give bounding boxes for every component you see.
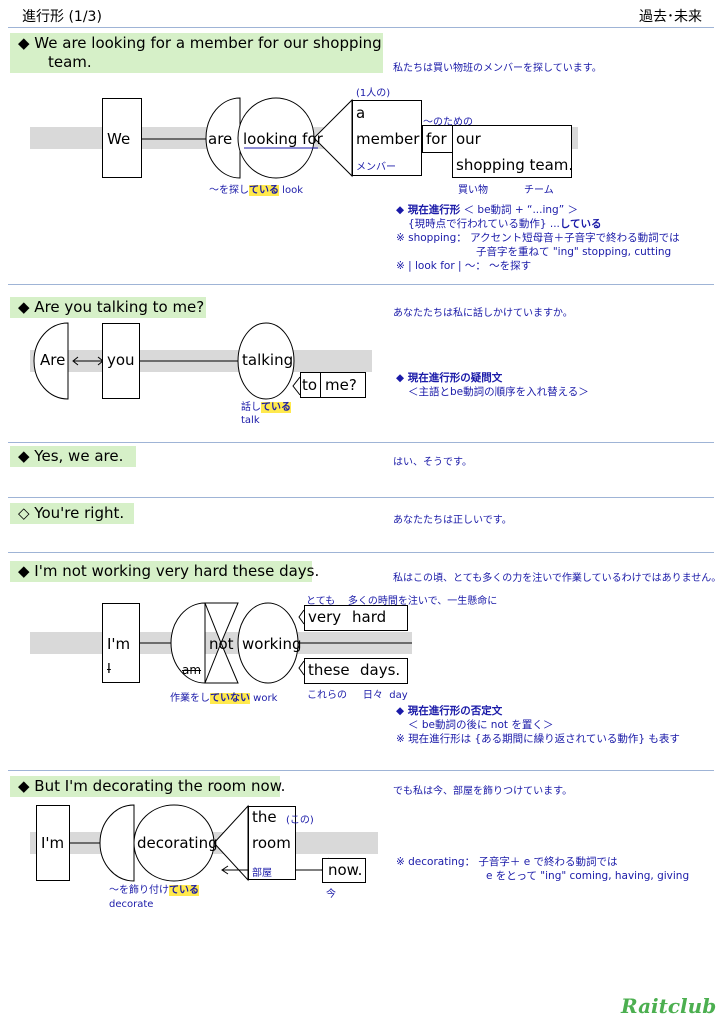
our-box <box>452 125 572 178</box>
sentence-1-diagram-lines <box>142 97 477 179</box>
divider <box>8 770 714 771</box>
these-days-box <box>304 658 408 684</box>
page-subtitle: 過去･未来 <box>639 9 702 25</box>
grammar-note: ※ decorating： 子音字＋ e で終わる動詞では e をとって "in… <box>396 856 690 882</box>
brand-logo: Raitclub <box>621 994 717 1018</box>
grammar-note: ◆ 現在進行形 ＜ be動詞 + “...ing” ＞ {現時点で行われている動… <box>396 204 680 272</box>
sentence-3-translation: はい、そうです。 <box>393 457 472 468</box>
word-working: working <box>242 635 302 653</box>
subject-box <box>36 805 70 881</box>
sentence-2-diagram-lines <box>33 322 301 400</box>
very-hard-box <box>304 605 408 631</box>
these-days-jp: これらの 日々 day <box>307 690 408 701</box>
now-jp: 今 <box>326 889 336 900</box>
sentence-1-translation: 私たちは買い物班のメンバーを探しています。 <box>393 63 602 74</box>
note-one: (1人の) <box>356 88 391 99</box>
for-box <box>422 125 452 153</box>
sentence-6-translation: でも私は今、部屋を飾りつけています。 <box>393 786 573 797</box>
divider <box>8 552 714 553</box>
page-title: 進行形 (1/3) <box>22 9 102 25</box>
grammar-note: ◆ 現在進行形の疑問文 ＜主語とbe動詞の順序を入れ替える＞ <box>396 372 589 398</box>
word-are-q: Are <box>40 351 66 369</box>
gloss-working: 作業をしていない work <box>170 693 278 704</box>
word-the: the <box>252 808 277 826</box>
subject-box <box>102 323 140 399</box>
gloss-looking: ～を探している look <box>209 185 303 196</box>
word-our: our <box>456 130 481 148</box>
word-shopping-team: shopping team. <box>456 156 574 174</box>
word-for: for <box>426 130 447 148</box>
note-for: ～のための <box>423 117 473 128</box>
team-jp: チーム <box>524 185 554 196</box>
sentence-3-title: ◆ Yes, we are. <box>10 446 136 467</box>
sentence-1-title: ◆ We are looking for a member for our sh… <box>10 33 383 73</box>
gloss-talking: 話している talk <box>241 402 291 426</box>
divider <box>8 497 714 498</box>
sentence-6-diagram-lines <box>70 804 330 883</box>
gloss-decorating: ～を飾り付けている decorate <box>109 885 199 910</box>
word-me: me? <box>325 376 357 394</box>
divider <box>8 442 714 443</box>
sentence-5-translation: 私はこの頃、とても多くの力を注いで作業しているわけではありません。 <box>393 573 722 584</box>
to-me-divider <box>320 372 321 398</box>
note-very-hard: とても 多くの時間を注いで、一生懸命に <box>306 596 498 607</box>
word-looking-for: looking for <box>243 130 323 148</box>
shopping-jp: 買い物 <box>458 185 488 196</box>
sentence-4-title: ◇ You're right. <box>10 503 134 524</box>
word-hard: hard <box>352 608 387 626</box>
word-days: days. <box>360 661 401 679</box>
sentence-5-title: ◆ I'm not working very hard these days. <box>10 561 319 582</box>
sentence-5-diagram-lines <box>140 602 412 684</box>
subject-box <box>102 98 142 178</box>
word-im: I'm <box>41 834 65 852</box>
object-box <box>248 806 296 880</box>
to-me-box <box>300 372 366 398</box>
object-box <box>352 100 422 176</box>
word-not: not <box>209 635 234 653</box>
word-very: very <box>308 608 342 626</box>
sentence-2-title: ◆ Are you talking to me? <box>10 297 206 318</box>
sentence-4-translation: あなたたちは正しいです。 <box>393 515 512 526</box>
word-talking: talking <box>242 351 294 369</box>
member-jp: メンバー <box>356 162 396 173</box>
word-these: these <box>308 661 350 679</box>
room-jp: 部屋 <box>252 868 272 879</box>
divider <box>8 27 714 28</box>
sentence-6-title: ◆ But I'm decorating the room now. <box>10 776 285 797</box>
divider <box>8 284 714 285</box>
word-member: member <box>356 130 420 148</box>
now-box <box>322 858 366 883</box>
word-are: are <box>208 130 233 148</box>
subject-box <box>102 603 140 683</box>
word-to: to <box>302 376 318 394</box>
word-you: you <box>107 351 135 369</box>
the-jp: (この) <box>286 815 314 826</box>
grammar-note: ◆ 現在進行形の否定文 ＜ be動詞の後に not を置く＞ ※ 現在進行形は … <box>396 705 680 745</box>
word-a: a <box>356 104 366 122</box>
word-am-struck: am <box>182 663 202 677</box>
word-we: We <box>107 130 131 148</box>
word-im: I'm <box>107 635 131 653</box>
word-now: now. <box>328 861 363 879</box>
word-room: room <box>252 834 291 852</box>
sentence-2-translation: あなたたちは私に話しかけていますか。 <box>393 308 573 319</box>
word-decorating: decorating <box>137 834 218 852</box>
word-i-struck: I <box>107 662 111 677</box>
